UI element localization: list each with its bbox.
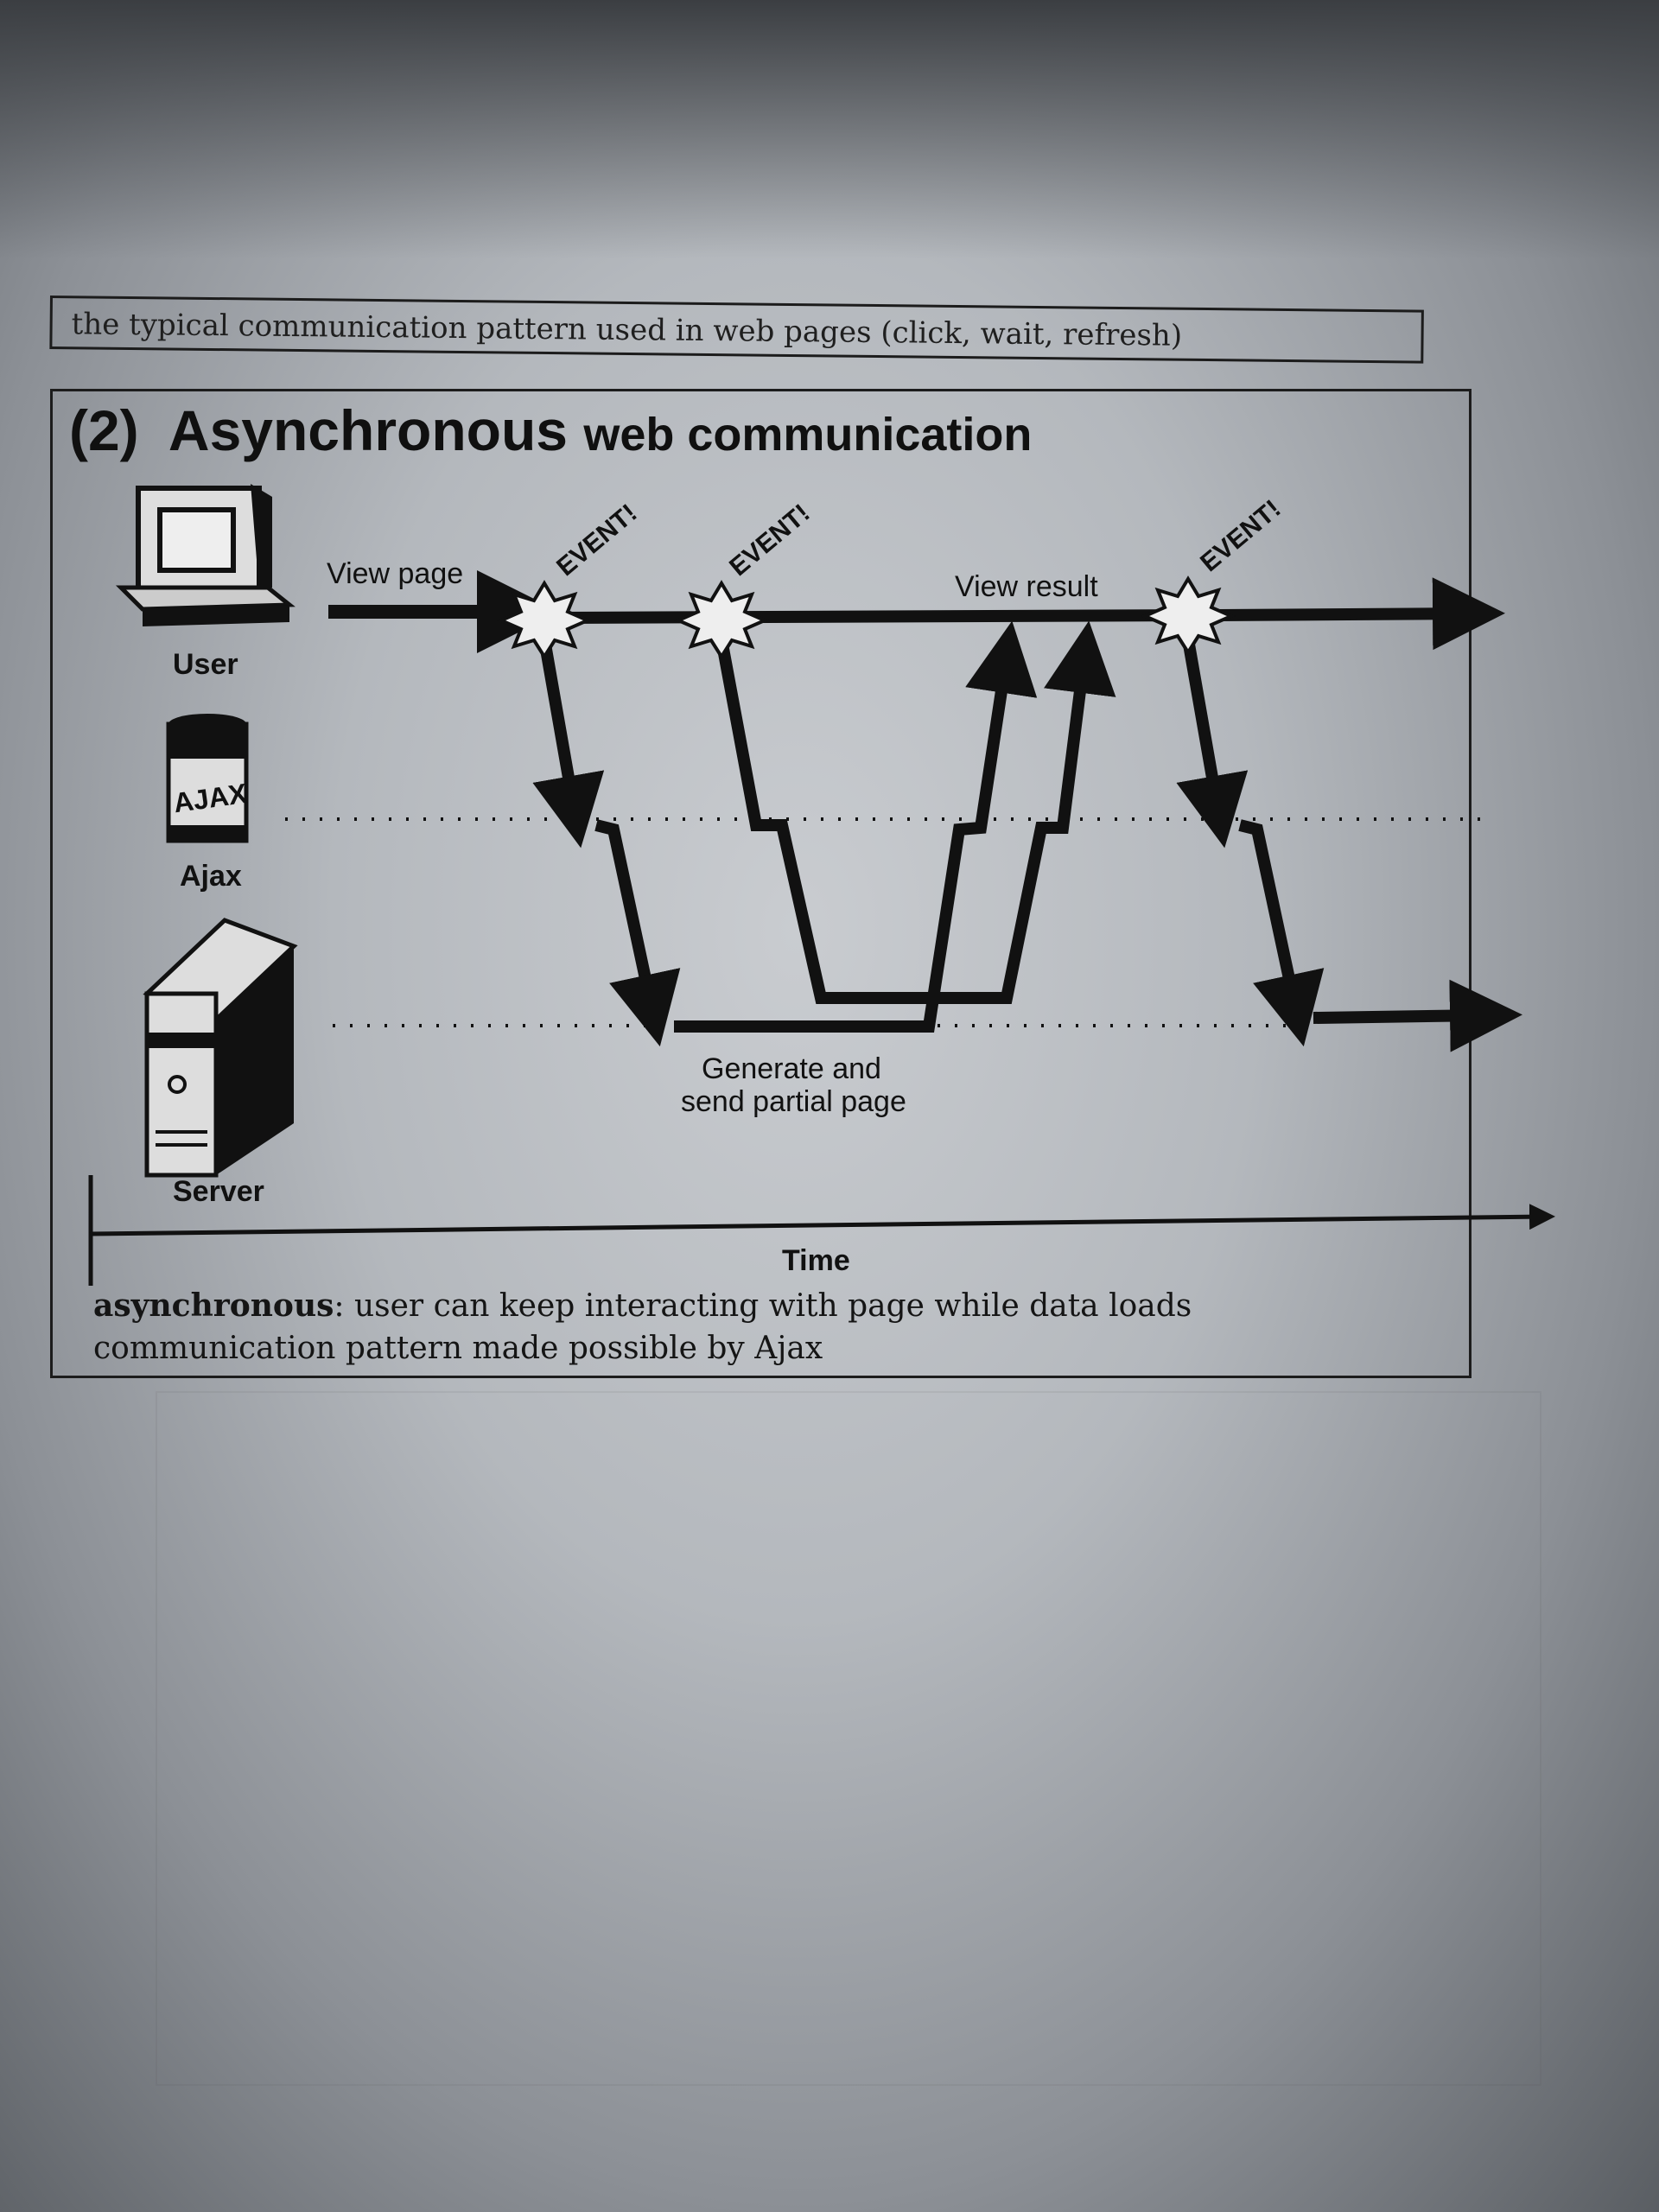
event1-down-arrow <box>532 638 605 849</box>
event1-return-arrow <box>674 620 1038 1033</box>
ajax-can-icon: AJAX <box>166 714 250 843</box>
diagram-frame <box>50 389 1471 1378</box>
footer-definition-text: : user can keep interacting with page wh… <box>334 1288 1192 1324</box>
footer-term: asynchronous <box>93 1287 334 1324</box>
server-label: Server <box>173 1175 264 1208</box>
view-result-label: View result <box>955 570 1098 603</box>
ajax-label: Ajax <box>180 860 242 893</box>
user-timeline <box>561 609 1219 624</box>
footer-line-2: communication pattern made possible by A… <box>93 1331 823 1366</box>
server-tower-icon <box>143 918 298 1178</box>
event3-down-arrow <box>1176 638 1249 849</box>
event1-server-arrow <box>594 819 681 1047</box>
generate-label: Generate and <box>702 1052 881 1085</box>
send-partial-label: send partial page <box>681 1085 906 1118</box>
user-timeline-arrow-2 <box>1217 577 1505 651</box>
title-main: Asynchronous <box>168 398 568 462</box>
time-label: Time <box>782 1244 850 1277</box>
user-label: User <box>173 648 238 681</box>
time-axis <box>90 1204 1555 1236</box>
title-rest: web communication <box>583 409 1033 461</box>
event2-roundtrip-arrow <box>715 620 1116 1004</box>
server-timeline-arrow <box>1313 979 1522 1052</box>
computer-icon <box>115 484 296 626</box>
diagram-title: (2) Asynchronous web communication <box>69 397 1032 463</box>
show-through-ghost <box>156 1391 1541 2086</box>
view-page-label: View page <box>327 557 464 590</box>
page-shadow <box>0 0 1659 259</box>
starburst-icon <box>673 580 770 660</box>
starburst-icon <box>496 580 593 660</box>
title-number: (2) <box>69 398 139 462</box>
event3-server-arrow <box>1238 819 1325 1047</box>
starburst-icon <box>1140 575 1236 656</box>
footer-definition: asynchronous: user can keep interacting … <box>93 1287 1192 1324</box>
